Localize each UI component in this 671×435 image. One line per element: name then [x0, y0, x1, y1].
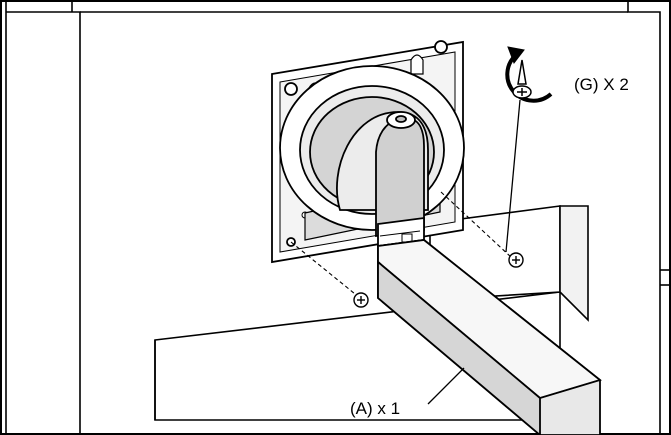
leader-lines — [427, 99, 521, 405]
phillips-screw-icon — [512, 59, 532, 99]
hinge-neck — [336, 111, 429, 248]
alignment-guides — [290, 191, 513, 299]
plate-screw-tr — [434, 40, 448, 54]
screw-g-right — [508, 252, 524, 268]
support-arm — [377, 239, 602, 435]
callout-screw-g: (G) X 2 — [574, 75, 629, 94]
monitor-back-panel — [5, 0, 671, 435]
screw-g-left — [353, 292, 369, 308]
plate-screw-tl — [284, 82, 298, 96]
callout-arm-a: (A) x 1 — [350, 399, 400, 418]
